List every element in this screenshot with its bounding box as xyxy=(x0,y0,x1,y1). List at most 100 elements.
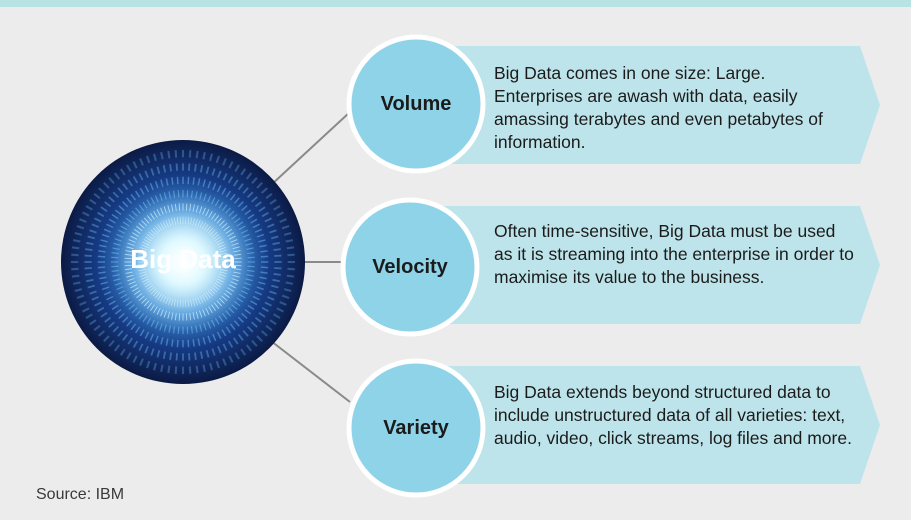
tunnel-ray xyxy=(98,187,105,194)
volume-description: Big Data comes in one size: Large. Enter… xyxy=(494,63,823,152)
tunnel-ray xyxy=(144,170,149,178)
tunnel-ray xyxy=(87,235,96,240)
tunnel-ray xyxy=(169,352,172,360)
tunnel-ray xyxy=(251,177,258,184)
tunnel-ray xyxy=(132,340,139,348)
tunnel-ray xyxy=(138,173,144,181)
tunnel-ray xyxy=(215,360,220,369)
tunnel-ray xyxy=(251,340,258,347)
tunnel-ray xyxy=(89,198,97,205)
tunnel-ray xyxy=(74,231,83,236)
tunnel-ray xyxy=(232,179,239,187)
tunnel-ray xyxy=(150,348,155,356)
tunnel-ray xyxy=(138,343,144,351)
tunnel-ray xyxy=(247,213,255,220)
tunnel-ray xyxy=(279,301,287,306)
tunnel-ray xyxy=(167,365,171,374)
tunnel-ray xyxy=(108,340,115,347)
tunnel-ray xyxy=(240,168,247,176)
tunnel-ray xyxy=(156,349,161,358)
tunnel-ray xyxy=(192,177,195,185)
tunnel-ray xyxy=(207,180,212,189)
tunnel-ray xyxy=(112,325,120,333)
tunnel-ray xyxy=(72,281,81,285)
tunnel-ray xyxy=(118,312,125,319)
tunnel-ray xyxy=(211,348,216,356)
tunnel-ray xyxy=(126,197,133,204)
tunnel-ray xyxy=(205,166,210,175)
tunnel-ray xyxy=(134,326,141,334)
tunnel-ray xyxy=(264,217,272,223)
tunnel-ray xyxy=(171,339,174,347)
tunnel-ray xyxy=(132,355,138,363)
tunnel-ray xyxy=(127,337,134,345)
tunnel-ray xyxy=(270,235,279,240)
tunnel-ray xyxy=(251,196,258,203)
tunnel-ray xyxy=(270,284,279,289)
tunnel-ray xyxy=(276,211,284,217)
tunnel-ray xyxy=(256,182,263,189)
tunnel-ray xyxy=(100,281,108,285)
tunnel-ray xyxy=(197,178,201,186)
tunnel-ray xyxy=(215,155,220,164)
tunnel-ray xyxy=(98,330,105,337)
tunnel-ray xyxy=(101,233,110,238)
tunnel-ray xyxy=(209,153,214,162)
tunnel-ray xyxy=(89,229,97,234)
tunnel-ray xyxy=(222,158,227,166)
tunnel-ray xyxy=(250,218,258,224)
tunnel-ray xyxy=(165,178,169,186)
tunnel-ray xyxy=(256,286,265,291)
tunnel-ray xyxy=(98,271,106,274)
tunnel-ray xyxy=(250,300,258,306)
tunnel-ray xyxy=(202,179,206,187)
tunnel-ray xyxy=(269,319,277,326)
tunnel-ray xyxy=(254,291,263,296)
tunnel-ray xyxy=(94,301,102,307)
tunnel-ray xyxy=(122,316,129,323)
velocity-description: Often time-sensitive, Big Data must be u… xyxy=(494,221,854,287)
tunnel-ray xyxy=(202,364,206,373)
tunnel-ray xyxy=(281,225,290,230)
tunnel-ray xyxy=(117,187,124,194)
tunnel-ray xyxy=(195,150,199,159)
tunnel-ray xyxy=(258,281,266,285)
tunnel-ray xyxy=(194,352,197,360)
tunnel-ray xyxy=(261,330,268,337)
tunnel-ray xyxy=(152,362,157,371)
tunnel-ray xyxy=(87,284,96,289)
tunnel-ray xyxy=(240,348,247,356)
tunnel-ray xyxy=(127,179,134,187)
tunnel-ray xyxy=(119,348,126,356)
tunnel-ray xyxy=(199,351,204,359)
tunnel-ray xyxy=(247,304,255,311)
tunnel-ray xyxy=(237,201,244,208)
tunnel-ray xyxy=(228,355,234,363)
tunnel-ray xyxy=(113,172,121,180)
tunnel-ray xyxy=(259,276,267,280)
tunnel-ray xyxy=(222,173,228,181)
tunnel-ray xyxy=(251,321,258,328)
tunnel-ray xyxy=(108,218,116,224)
tunnel-ray xyxy=(202,151,206,160)
tunnel-ray xyxy=(76,294,85,299)
tunnel-ray xyxy=(197,338,201,346)
tunnel-ray xyxy=(89,319,97,326)
tunnel-core-glow xyxy=(113,192,253,332)
tunnel-ray xyxy=(144,185,150,193)
tunnel-ray xyxy=(273,205,281,211)
tunnel-ray xyxy=(160,337,164,345)
tunnel-ray xyxy=(104,201,112,208)
tunnel-ray xyxy=(258,239,266,243)
tunnel-ray xyxy=(149,182,154,191)
tunnel-ray xyxy=(232,337,239,345)
tunnel-ray xyxy=(156,166,161,175)
velocity-label: Velocity xyxy=(372,256,448,278)
tunnel-ray xyxy=(279,218,287,223)
tunnel-ray xyxy=(242,187,249,194)
tunnel-ray xyxy=(85,248,93,251)
tunnel-ray xyxy=(272,278,280,283)
tunnel-ray xyxy=(99,276,107,280)
tunnel-ray xyxy=(192,339,195,347)
